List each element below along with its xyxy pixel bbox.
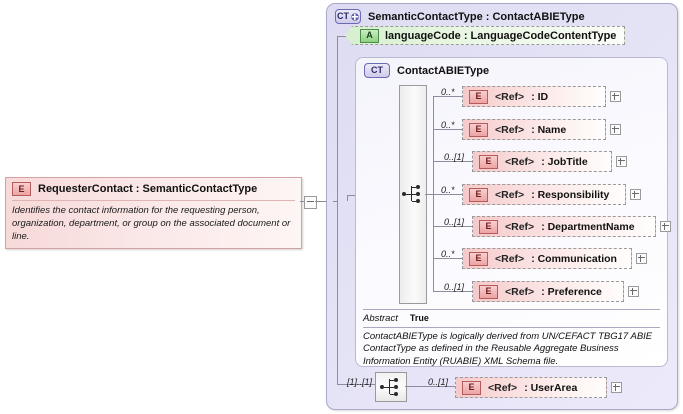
user-area-sequence-cardinality: [1]..[1] (347, 377, 373, 387)
cardinality-label-preference: 0..[1] (444, 282, 465, 292)
element-badge-icon: E (469, 122, 488, 137)
element-row-name[interactable]: E <Ref> : Name (462, 119, 622, 140)
user-area-sequence-compositor[interactable] (375, 372, 407, 402)
element-name-label: : DepartmentName (541, 220, 635, 233)
abstract-row: Abstract True (363, 313, 660, 324)
inner-branch-vline (347, 195, 348, 201)
element-badge-icon: E (469, 251, 488, 266)
element-row-responsibility[interactable]: E <Ref> : Responsibility (462, 184, 642, 205)
element-ref-label: <Ref> (495, 90, 525, 103)
element-ref-label: <Ref> (505, 285, 535, 298)
element-ref-label: <Ref> (495, 123, 525, 136)
branch-line-responsibility (433, 194, 462, 195)
abstract-documentation-section: Abstract True ContactABIEType is logical… (363, 309, 660, 368)
element-name-label: : Responsibility (531, 188, 610, 201)
compositor-out-line (425, 194, 433, 195)
abstract-label: Abstract (363, 313, 398, 324)
element-row-preference[interactable]: E <Ref> : Preference (472, 281, 640, 302)
element-ref-label: <Ref> (505, 220, 535, 233)
element-box-id[interactable]: E <Ref> : ID (462, 86, 607, 107)
element-name-label: : Name (531, 123, 567, 136)
element-name-label: : JobTitle (541, 155, 588, 168)
branch-line-preference (433, 291, 472, 292)
sequence-icon (380, 377, 402, 397)
sequence-icon (402, 184, 424, 204)
element-ref-label: <Ref> (505, 155, 535, 168)
sequence-compositor-bar[interactable] (399, 85, 427, 304)
branch-line-name (433, 129, 462, 130)
branch-line-communication (433, 258, 462, 259)
expand-icon[interactable] (630, 189, 642, 200)
element-row-communication[interactable]: E <Ref> : Communication (462, 248, 648, 269)
element-badge-icon: E (479, 219, 498, 234)
inner-panel-header: CT ContactABIEType (356, 58, 667, 78)
element-box-name[interactable]: E <Ref> : Name (462, 119, 607, 140)
element-box-responsibility[interactable]: E <Ref> : Responsibility (462, 184, 627, 205)
element-branch-spine (433, 96, 434, 291)
expand-icon[interactable] (616, 156, 628, 167)
user-area-branch-line (337, 384, 375, 385)
collapse-toggle-minus-icon[interactable] (304, 196, 317, 209)
branch-line-id (433, 96, 462, 97)
outer-spine-line (337, 36, 338, 384)
element-name-label: : Preference (541, 285, 602, 298)
element-badge-icon: E (479, 284, 498, 299)
element-badge-icon: E (469, 187, 488, 202)
complex-type-badge-icon: CT (364, 63, 390, 78)
cardinality-label-departmentname: 0..[1] (444, 217, 465, 227)
inner-panel-title: ContactABIEType (397, 64, 490, 77)
expand-icon[interactable] (610, 91, 622, 102)
language-code-attribute-row[interactable]: A languageCode : LanguageCodeContentType (345, 26, 626, 45)
connector-segment (300, 201, 304, 202)
element-box-preference[interactable]: E <Ref> : Preference (472, 281, 625, 302)
element-box-userarea[interactable]: E <Ref> : UserArea (455, 377, 608, 398)
branch-line-departmentname (433, 226, 472, 227)
element-name-label: : UserArea (524, 381, 578, 394)
expand-icon[interactable] (660, 221, 672, 232)
element-badge-icon: E (462, 380, 481, 395)
requester-contact-element-box[interactable]: E RequesterContact : SemanticContactType… (5, 177, 302, 250)
cardinality-label-communication: 0..* (441, 249, 455, 259)
element-box-jobtitle[interactable]: E <Ref> : JobTitle (472, 151, 613, 172)
element-row-userarea[interactable]: E <Ref> : UserArea (455, 377, 623, 398)
element-box-communication[interactable]: E <Ref> : Communication (462, 248, 633, 269)
inner-panel-documentation: ContactABIEType is logically derived fro… (363, 327, 660, 368)
element-badge-icon: E (12, 182, 31, 196)
requester-contact-title: RequesterContact : SemanticContactType (38, 183, 258, 195)
cardinality-label-jobtitle: 0..[1] (444, 152, 465, 162)
requester-contact-header: E RequesterContact : SemanticContactType (6, 178, 301, 200)
element-box-departmentname[interactable]: E <Ref> : DepartmentName (472, 216, 657, 237)
element-name-label: : Communication (531, 252, 617, 265)
element-badge-icon: E (469, 89, 488, 104)
cardinality-label-responsibility: 0..* (441, 185, 455, 195)
abstract-value: True (409, 313, 429, 323)
expand-icon[interactable] (636, 253, 648, 264)
cardinality-label-name: 0..* (441, 120, 455, 130)
attribute-badge-icon: A (360, 28, 379, 43)
outer-panel-header: CT SemanticContactType : ContactABIEType (327, 4, 677, 24)
outer-panel-title: SemanticContactType : ContactABIEType (368, 10, 585, 23)
language-code-attribute-box[interactable]: A languageCode : LanguageCodeContentType (345, 26, 626, 45)
expand-icon[interactable] (610, 124, 622, 135)
element-row-jobtitle[interactable]: E <Ref> : JobTitle (472, 151, 628, 172)
expand-icon[interactable] (628, 286, 640, 297)
branch-line-jobtitle (433, 161, 472, 162)
complex-type-expand-badge-icon[interactable]: CT (335, 9, 361, 24)
user-area-cardinality-label: 0..[1] (428, 377, 449, 387)
element-name-label: : ID (531, 90, 549, 103)
element-ref-label: <Ref> (495, 252, 525, 265)
element-badge-icon: E (479, 154, 498, 169)
expand-icon[interactable] (611, 382, 623, 393)
element-row-departmentname[interactable]: E <Ref> : DepartmentName (472, 216, 672, 237)
element-ref-label: <Ref> (495, 188, 525, 201)
cardinality-label-id: 0..* (441, 87, 455, 97)
outer-entry-line (333, 201, 337, 202)
user-area-connector-line (405, 386, 455, 387)
attribute-branch-line (337, 36, 346, 37)
element-ref-label: <Ref> (488, 381, 518, 394)
element-row-id[interactable]: E <Ref> : ID (462, 86, 622, 107)
language-code-attribute-label: languageCode : LanguageCodeContentType (385, 29, 617, 42)
connector-segment (315, 201, 333, 202)
requester-contact-documentation: Identifies the contact information for t… (12, 200, 295, 248)
